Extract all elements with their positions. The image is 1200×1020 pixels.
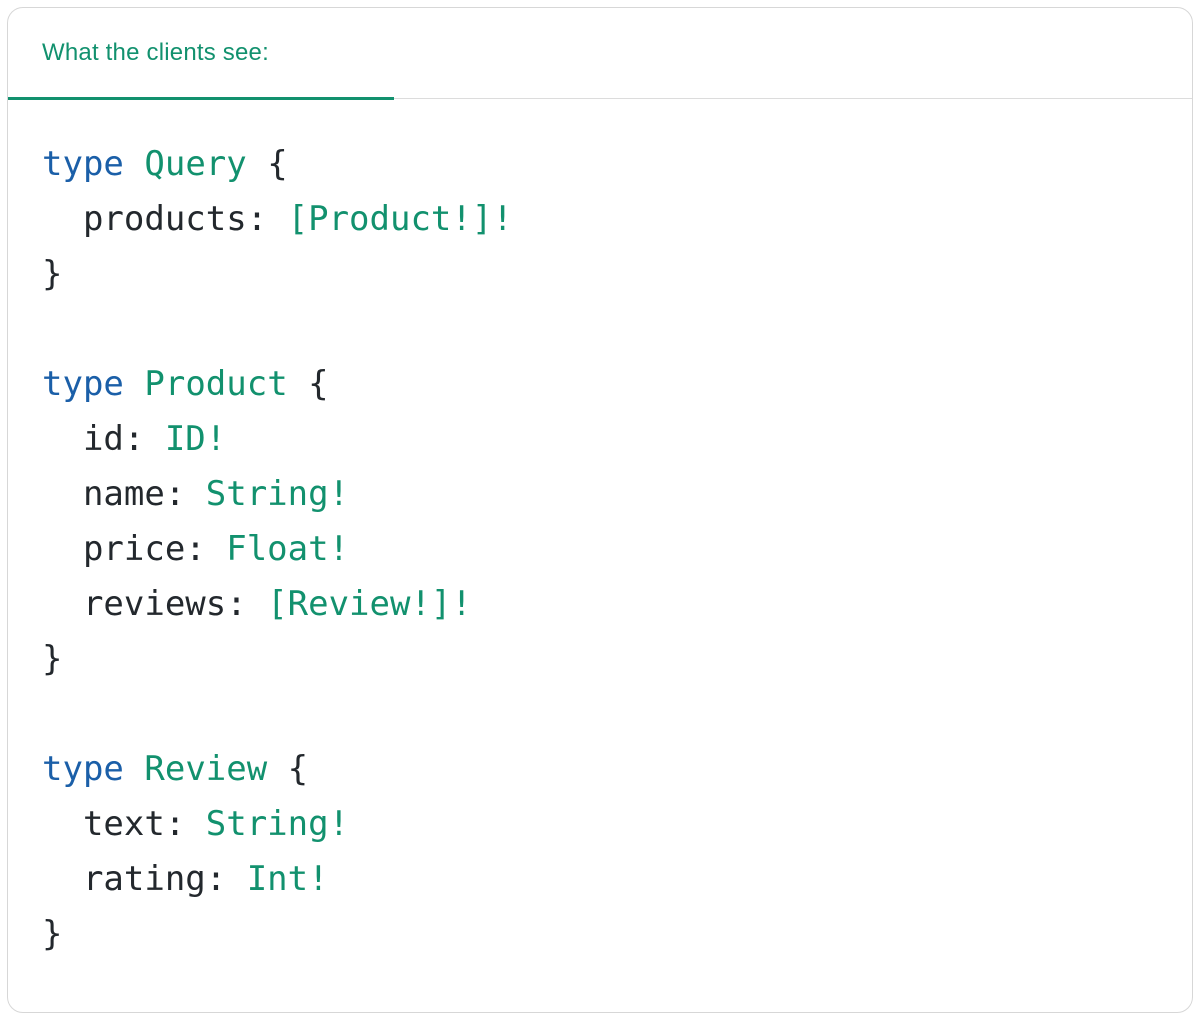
- code-line: id: ID!: [42, 412, 1158, 467]
- code-panel: What the clients see: type Query { produ…: [7, 7, 1193, 1013]
- code-line: name: String!: [42, 467, 1158, 522]
- code-line: type Product {: [42, 357, 1158, 412]
- plain-token: [124, 749, 144, 789]
- plain-token: [124, 144, 144, 184]
- plain-token: [124, 364, 144, 404]
- type-token: Query: [144, 144, 247, 184]
- type-token: Review: [144, 749, 268, 789]
- type-token: [Review!]!: [267, 584, 472, 624]
- plain-token: price:: [42, 529, 227, 569]
- code-line: }: [42, 247, 1158, 302]
- code-line: [42, 302, 1158, 357]
- plain-token: }: [42, 254, 63, 294]
- type-token: [Product!]!: [287, 199, 513, 239]
- plain-token: {: [287, 364, 329, 404]
- code-line: type Review {: [42, 742, 1158, 797]
- code-line: [42, 687, 1158, 742]
- tab-what-clients-see[interactable]: What the clients see:: [8, 8, 303, 98]
- keyword-token: type: [42, 144, 124, 184]
- type-token: Float!: [226, 529, 350, 569]
- code-line: text: String!: [42, 797, 1158, 852]
- type-token: String!: [205, 804, 350, 844]
- code-line: type Query {: [42, 137, 1158, 192]
- code-line: }: [42, 907, 1158, 962]
- keyword-token: type: [42, 749, 124, 789]
- code-line: reviews: [Review!]!: [42, 577, 1158, 632]
- plain-token: {: [267, 749, 309, 789]
- type-token: Int!: [246, 859, 329, 899]
- plain-token: }: [42, 639, 63, 679]
- code-line: rating: Int!: [42, 852, 1158, 907]
- plain-token: }: [42, 914, 63, 954]
- plain-token: products:: [42, 199, 288, 239]
- plain-token: reviews:: [42, 584, 268, 624]
- code-block: type Query { products: [Product!]!} type …: [8, 99, 1192, 982]
- code-line: price: Float!: [42, 522, 1158, 577]
- plain-token: text:: [42, 804, 206, 844]
- type-token: String!: [205, 474, 350, 514]
- code-line: }: [42, 632, 1158, 687]
- plain-token: {: [246, 144, 288, 184]
- plain-token: id:: [42, 419, 165, 459]
- plain-token: rating:: [42, 859, 247, 899]
- active-tab-underline: [8, 97, 394, 100]
- plain-token: name:: [42, 474, 206, 514]
- type-token: ID!: [164, 419, 227, 459]
- type-token: Product: [144, 364, 288, 404]
- tab-label: What the clients see:: [42, 39, 269, 66]
- panel-header: What the clients see:: [8, 8, 1192, 100]
- keyword-token: type: [42, 364, 124, 404]
- code-line: products: [Product!]!: [42, 192, 1158, 247]
